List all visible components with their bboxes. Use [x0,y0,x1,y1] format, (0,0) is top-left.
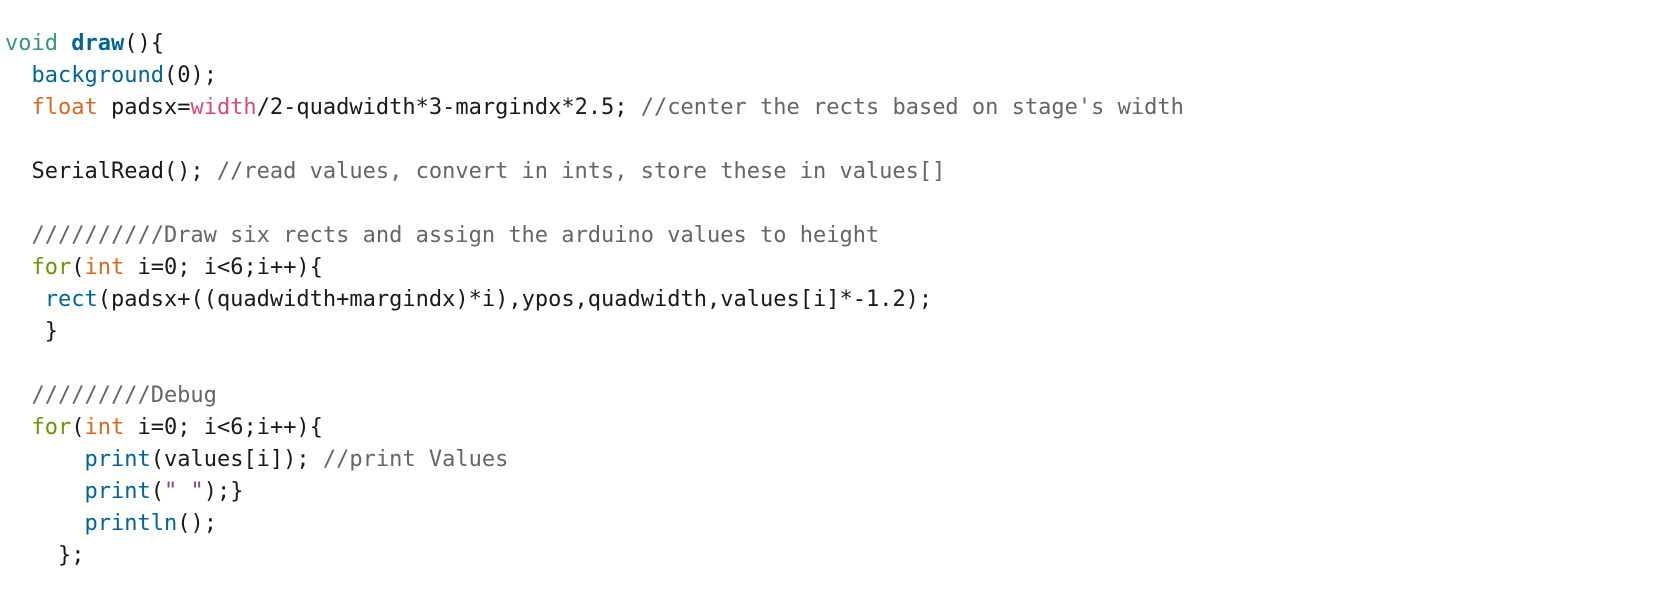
code-token-plain: (padsx+((quadwidth+margindx)*i),ypos,qua… [97,287,933,312]
code-token-kw: int [84,255,125,280]
code-token-plain [5,415,32,440]
code-token-fn-bold: draw [71,31,125,56]
code-token-type: void [5,31,58,56]
code-line[interactable]: }; [5,540,1655,572]
code-token-comment: //center the rects based on stage's widt… [640,95,1184,120]
code-token-plain: SerialRead(); [5,159,217,184]
code-token-plain [5,447,84,472]
code-token-plain: padsx= [97,95,191,120]
code-line[interactable] [5,124,1655,156]
code-token-plain [5,63,32,88]
code-token-var: width [190,95,257,120]
code-line[interactable]: background(0); [5,60,1655,92]
code-token-comment: //////////Draw six rects and assign the … [5,223,880,248]
code-line[interactable]: SerialRead(); //read values, convert in … [5,156,1655,188]
code-token-plain: ( [71,255,85,280]
code-token-plain: );} [203,479,244,504]
code-line[interactable]: float padsx=width/2-quadwidth*3-margindx… [5,92,1655,124]
code-token-str: " " [163,479,204,504]
code-token-comment: //read values, convert in ints, store th… [216,159,946,184]
code-line[interactable]: for(int i=0; i<6;i++){ [5,252,1655,284]
code-token-comment: /////////Debug [5,383,217,408]
code-line[interactable]: //////////Draw six rects and assign the … [5,220,1655,252]
code-token-plain: ( [71,415,85,440]
code-line[interactable]: rect(padsx+((quadwidth+margindx)*i),ypos… [5,284,1655,316]
code-token-kw: float [31,95,98,120]
code-token-fn: print [84,479,151,504]
code-line[interactable]: } [5,316,1655,348]
code-line[interactable]: for(int i=0; i<6;i++){ [5,412,1655,444]
code-editor[interactable]: void draw(){ background(0); float padsx=… [5,28,1655,588]
code-line[interactable] [5,348,1655,380]
code-token-plain: (0); [163,63,217,88]
code-token-fn: print [84,447,151,472]
code-line[interactable]: /////////Debug [5,380,1655,412]
code-token-plain [5,479,84,504]
code-token-plain [5,95,32,120]
code-token-plain: (values[i]); [150,447,323,472]
code-line[interactable]: void draw(){ [5,28,1655,60]
code-token-fn: background [31,63,164,88]
code-token-plain: ( [150,479,164,504]
code-line[interactable]: print(values[i]); //print Values [5,444,1655,476]
code-token-plain: i=0; i<6;i++){ [124,415,323,440]
code-token-plain: (); [177,511,217,536]
code-token-fn: rect [44,287,98,312]
code-token-plain: } [5,319,58,344]
code-token-ctrl: for [31,415,72,440]
code-body[interactable]: void draw(){ background(0); float padsx=… [5,28,1655,572]
code-line[interactable]: print(" ");} [5,476,1655,508]
code-token-plain [5,287,45,312]
code-token-plain [5,511,84,536]
code-line[interactable]: println(); [5,508,1655,540]
code-token-fn: println [84,511,178,536]
code-token-ctrl: for [31,255,72,280]
code-token-plain: (){ [124,31,164,56]
code-token-kw: int [84,415,125,440]
code-line[interactable] [5,188,1655,220]
code-token-comment: //print Values [322,447,509,472]
code-token-plain: /2-quadwidth*3-margindx*2.5; [256,95,641,120]
code-token-plain [5,255,32,280]
code-token-plain: }; [5,543,85,568]
code-token-plain [58,31,71,56]
code-token-plain: i=0; i<6;i++){ [124,255,323,280]
